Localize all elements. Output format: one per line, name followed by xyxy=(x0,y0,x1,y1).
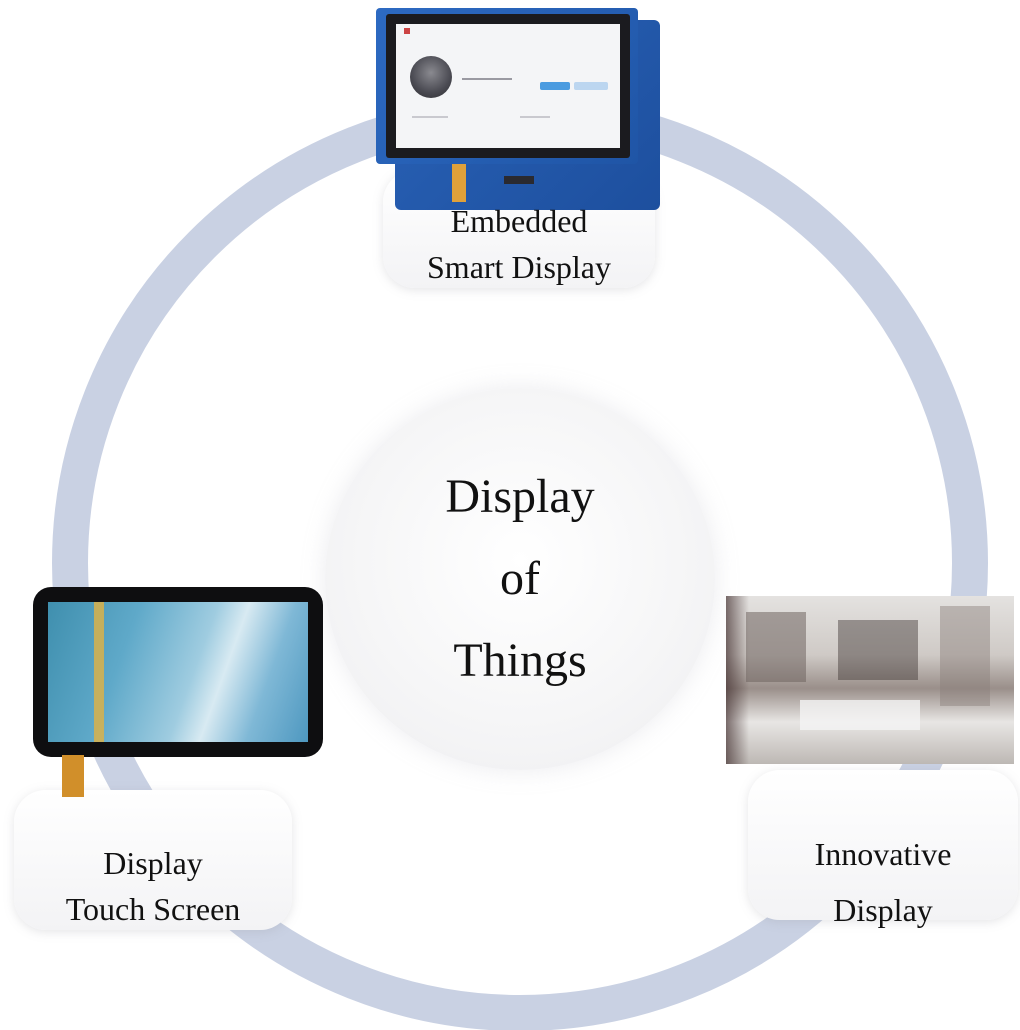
center-title-line-3: Things xyxy=(453,634,587,687)
node-card-touch-screen xyxy=(14,790,292,930)
center-title-line-2: of xyxy=(500,552,540,605)
center-circle xyxy=(325,388,715,770)
node-label-touch-screen: Display Touch Screen xyxy=(14,840,292,932)
node-card-innovative xyxy=(748,770,1018,920)
center-title-line-1: Display xyxy=(445,470,595,523)
node-label-touch-screen-line-2: Touch Screen xyxy=(65,891,241,927)
center-title: Display of Things xyxy=(360,456,680,702)
node-label-embedded-line-2: Smart Display xyxy=(427,249,611,285)
node-label-embedded: Embedded Smart Display xyxy=(383,198,655,290)
node-label-innovative: Innovative Display xyxy=(748,826,1018,938)
node-label-innovative-line-2: Display xyxy=(833,892,933,928)
avatar-icon xyxy=(410,56,452,98)
node-label-touch-screen-line-1: Display xyxy=(103,845,203,881)
node-label-innovative-line-1: Innovative xyxy=(814,836,952,872)
node-label-embedded-line-1: Embedded xyxy=(450,203,588,239)
